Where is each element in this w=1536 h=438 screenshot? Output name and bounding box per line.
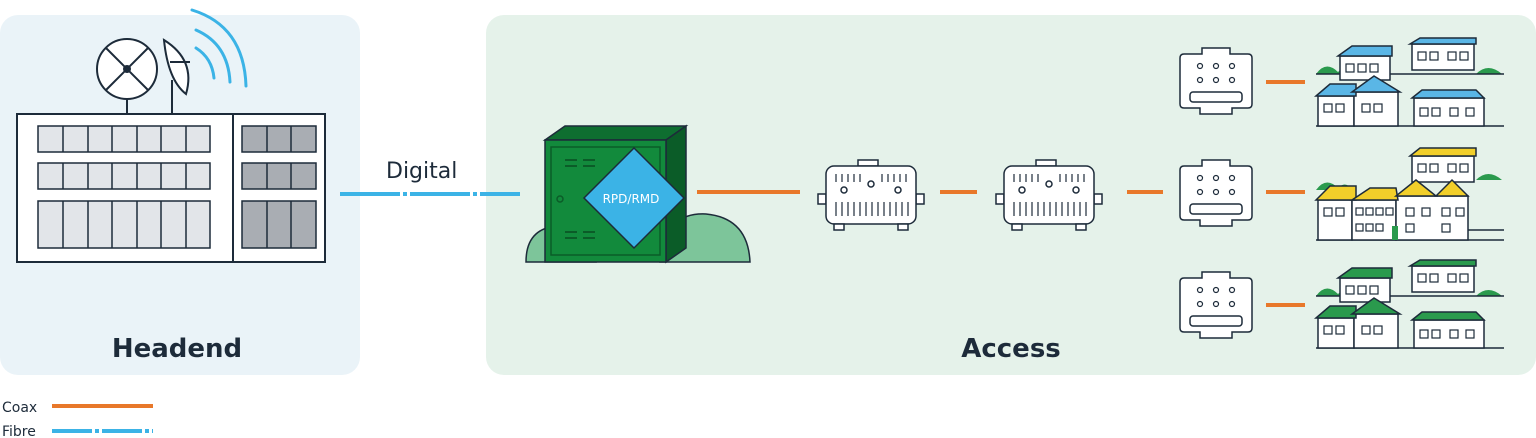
digital-label: Digital bbox=[386, 159, 457, 184]
street-cabinet-icon: RPD/RMD bbox=[525, 124, 751, 264]
headend-title: Headend bbox=[112, 334, 242, 364]
amplifier-icon bbox=[995, 159, 1103, 231]
legend: Coax Fibre bbox=[2, 400, 153, 438]
server-rack-icon bbox=[16, 113, 326, 263]
legend-label-fibre: Fibre bbox=[2, 424, 36, 438]
tap-icon bbox=[1179, 271, 1253, 339]
houses-icon bbox=[1313, 259, 1504, 349]
amplifier-icon bbox=[817, 159, 925, 231]
coax-links bbox=[697, 80, 1305, 307]
tap-icon bbox=[1179, 159, 1253, 227]
tap-icon bbox=[1179, 47, 1253, 115]
rpd-label: RPD/RMD bbox=[603, 192, 660, 206]
houses-icon bbox=[1313, 37, 1504, 127]
houses-icon bbox=[1314, 147, 1504, 241]
legend-label-coax: Coax bbox=[2, 400, 37, 416]
access-title: Access bbox=[961, 334, 1061, 364]
signal-waves-icon bbox=[190, 8, 248, 88]
rpd-diamond bbox=[582, 146, 686, 250]
satellite-dish-icon bbox=[96, 38, 190, 114]
